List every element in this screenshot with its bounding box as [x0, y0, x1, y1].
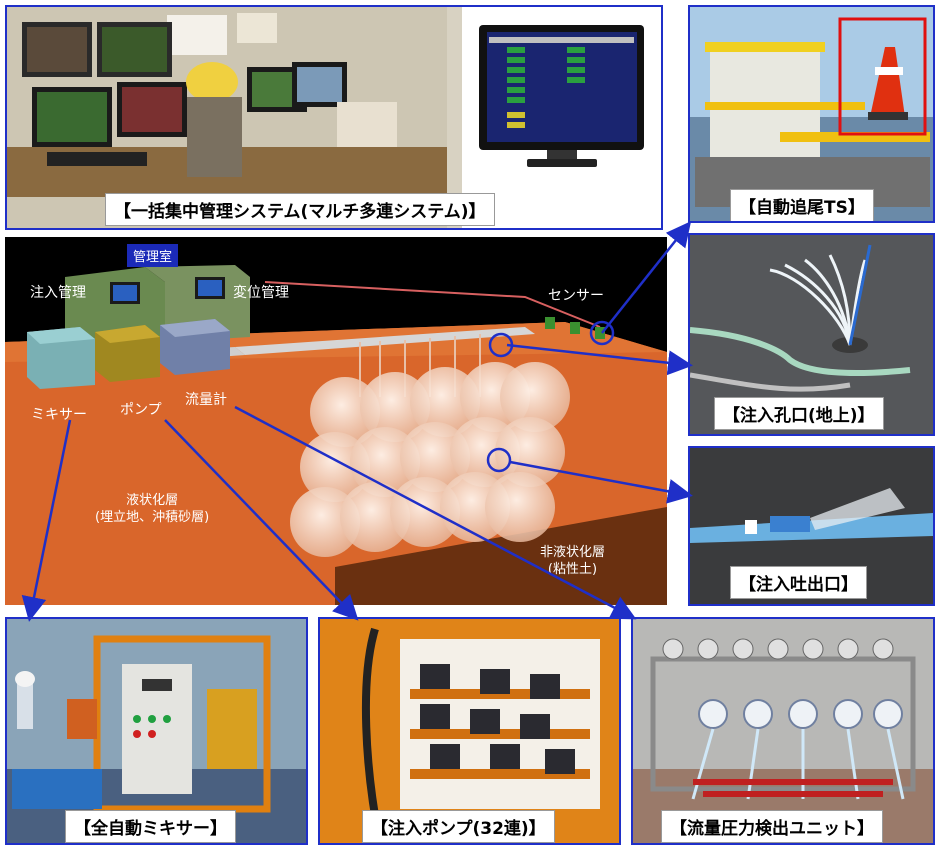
management-system-panel: 【一括集中管理システム(マルチ多連システム)】 [5, 5, 663, 230]
auto-ts-caption: 【自動追尾TS】 [730, 189, 874, 221]
pump-caption: 【注入ポンプ(32連)】 [362, 810, 555, 843]
mixer-panel: 【全自動ミキサー】 [5, 617, 308, 845]
non-liquefaction-layer-label: 非液状化層 (粘性土) [540, 545, 606, 577]
displacement-mgmt-label: 変位管理 [233, 285, 289, 301]
sensor-label: センサー [548, 288, 604, 304]
flow-unit-panel: 【流量圧力検出ユニット】 [631, 617, 935, 845]
management-system-caption: 【一括集中管理システム(マルチ多連システム)】 [105, 193, 495, 226]
mixer-photo [7, 619, 306, 843]
pump-photo [320, 619, 619, 843]
pump-panel: 【注入ポンプ(32連)】 [318, 617, 621, 845]
liquefaction-layer-label: 液状化層 (埋立地、沖積砂層) [95, 493, 210, 525]
control-room-label: 管理室 [127, 244, 179, 267]
injection-hole-caption: 【注入孔口(地上)】 [714, 397, 884, 430]
injection-hole-panel: 【注入孔口(地上)】 [688, 233, 935, 436]
mixer-label: ミキサー [31, 407, 87, 423]
injection-outlet-panel: 【注入吐出口】 [688, 446, 935, 606]
injection-outlet-caption: 【注入吐出口】 [730, 566, 867, 599]
flow-unit-caption: 【流量圧力検出ユニット】 [661, 810, 883, 843]
flow-unit-photo [633, 619, 933, 843]
control-room-photo [7, 7, 661, 228]
flowmeter-label: 流量計 [185, 392, 227, 408]
pump-label: ポンプ [120, 402, 162, 418]
system-diagram: 管理室 注入管理 変位管理 センサー ミキサー ポンプ 流量計 液状化層 (埋立… [5, 237, 667, 605]
injection-mgmt-label: 注入管理 [30, 285, 86, 301]
mixer-caption: 【全自動ミキサー】 [65, 810, 236, 843]
auto-ts-panel: 【自動追尾TS】 [688, 5, 935, 223]
